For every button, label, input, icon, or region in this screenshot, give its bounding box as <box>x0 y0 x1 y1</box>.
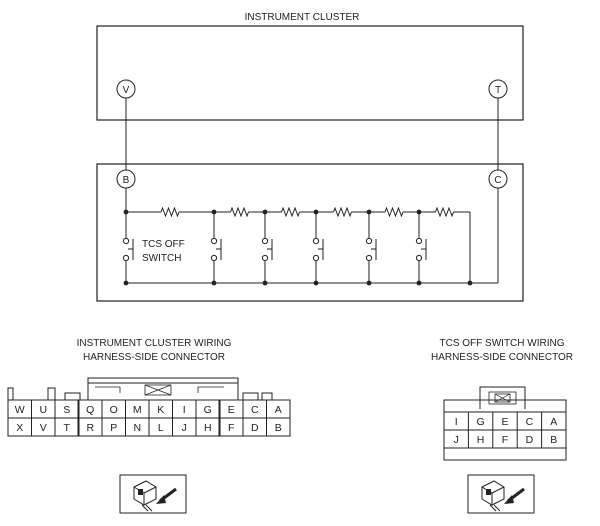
connector-pin: H <box>204 422 212 434</box>
junction-dot <box>211 280 217 286</box>
instrument-cluster-box <box>96 25 524 121</box>
junction-dot <box>211 209 217 215</box>
instrument-cluster-title: INSTRUMENT CLUSTER <box>245 12 360 23</box>
connector-pin: B <box>275 422 282 434</box>
junction-dot <box>123 280 129 286</box>
terminal-t: T <box>488 79 508 99</box>
connector-pin: E <box>501 416 508 428</box>
tcs-off-switch-connector: I G E C A J H F D B <box>443 386 567 461</box>
resistor <box>384 206 404 218</box>
connector-pin: A <box>275 404 282 416</box>
terminal-b: B <box>116 169 136 189</box>
connector-pin: G <box>477 416 485 428</box>
tcs-connector-title-2: HARNESS-SIDE CONNECTOR <box>431 352 573 363</box>
switch-label-line1: TCS OFF <box>142 239 185 250</box>
svg-text:V: V <box>123 85 130 96</box>
resistor <box>435 206 454 218</box>
junction-dot <box>467 280 473 286</box>
terminal-c: C <box>488 169 508 189</box>
connector-pin: L <box>158 422 164 434</box>
connector-pin: V <box>40 422 47 434</box>
connector-pin: Q <box>86 404 94 416</box>
junction-dot <box>366 209 372 215</box>
connector-pin: D <box>251 422 259 434</box>
resistor <box>333 206 352 218</box>
junction-dot <box>366 280 372 286</box>
resistor <box>230 206 249 218</box>
junction-dot <box>262 209 268 215</box>
connector-pin: D <box>526 434 534 446</box>
connector-pin: T <box>64 422 71 434</box>
connector-pin: H <box>477 434 485 446</box>
junction-dot <box>416 209 422 215</box>
tcs-switch-box <box>96 163 524 302</box>
connector-pin: N <box>133 422 141 434</box>
connector-pin: I <box>183 404 186 416</box>
connector-pin: A <box>550 416 557 428</box>
connector-pin: R <box>86 422 94 434</box>
connector-pin: U <box>39 404 47 416</box>
connector-pin: F <box>228 422 234 434</box>
junction-dot <box>262 280 268 286</box>
connector-pin: J <box>182 422 187 434</box>
connector-pin: J <box>454 434 459 446</box>
connector-pin: E <box>228 404 235 416</box>
connector-pin: K <box>157 404 164 416</box>
connector-pin: B <box>550 434 557 446</box>
connector-pin: W <box>15 404 25 416</box>
resistor <box>160 206 180 218</box>
connector-view-icon <box>467 474 535 514</box>
svg-text:B: B <box>123 175 130 186</box>
resistor-ladder-circuit <box>122 188 499 286</box>
connector-pin: S <box>63 404 70 416</box>
connector-view-icon <box>119 474 187 514</box>
junction-dot <box>416 280 422 286</box>
svg-text:C: C <box>494 175 501 186</box>
resistor <box>281 206 300 218</box>
connector-pin: G <box>204 404 212 416</box>
switch-label-line2: SWITCH <box>142 253 181 264</box>
connector-pin: X <box>16 422 23 434</box>
connector-pin: O <box>110 404 118 416</box>
connector-pin: C <box>251 404 259 416</box>
svg-text:T: T <box>495 85 501 96</box>
terminal-v: V <box>116 79 136 99</box>
junction-dot <box>313 209 319 215</box>
instrument-cluster-connector: W U S Q O M K I G E C A X V T R P N L J H F D B <box>7 377 291 437</box>
junction-dot <box>313 280 319 286</box>
instrument-connector-title-1: INSTRUMENT CLUSTER WIRING <box>77 338 232 349</box>
junction-dot <box>123 209 129 215</box>
tcs-connector-title-1: TCS OFF SWITCH WIRING <box>440 338 565 349</box>
connector-pin: P <box>110 422 117 434</box>
instrument-connector-title-2: HARNESS-SIDE CONNECTOR <box>83 352 225 363</box>
connector-pin: F <box>502 434 508 446</box>
connector-pin: M <box>133 404 142 416</box>
connector-pin: I <box>455 416 458 428</box>
connector-pin: C <box>526 416 534 428</box>
